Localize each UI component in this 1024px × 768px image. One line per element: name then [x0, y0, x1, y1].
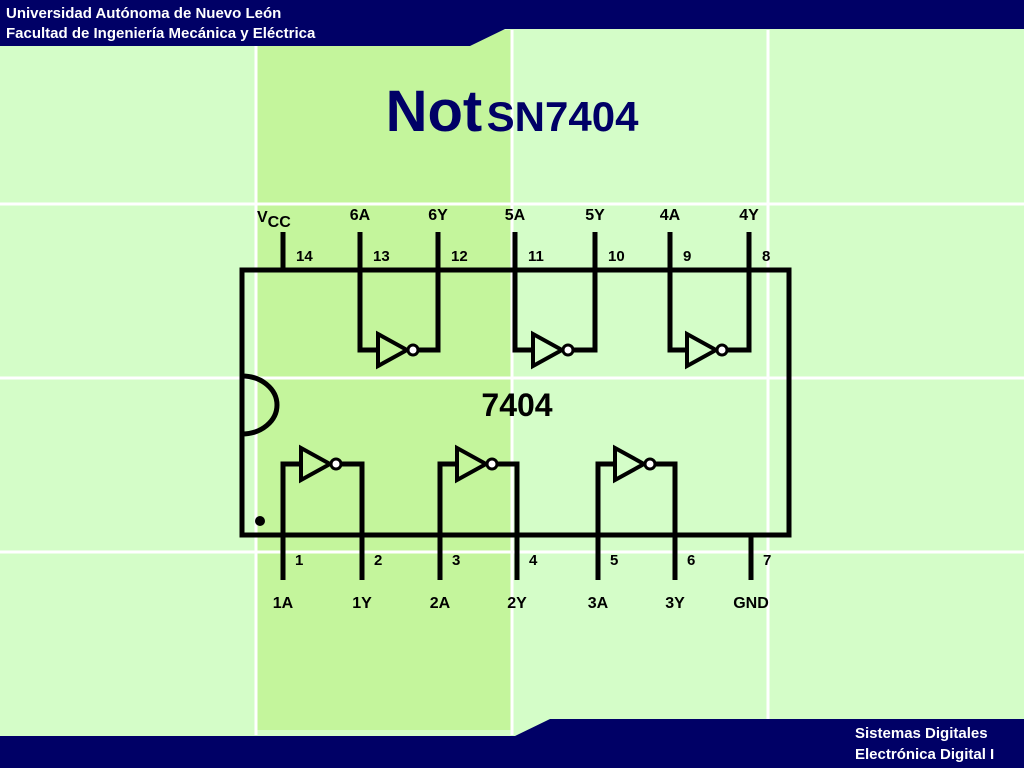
pin-name-5y: 5Y [585, 207, 605, 224]
pin-name-gnd: GND [733, 595, 769, 612]
bottom-gate-output-wire-3 [655, 461, 678, 535]
slide-title: Not SN7404 [0, 78, 1024, 145]
pin-number-3: 3 [452, 552, 460, 569]
bottom-gate-output-wire-2 [497, 461, 520, 535]
top-gate-output-wire-3 [727, 270, 752, 353]
pin-number-2: 2 [374, 552, 382, 569]
course-name: Sistemas Digitales [855, 725, 988, 742]
bottom-inverter-gate-2 [455, 444, 499, 484]
pin-name-3a: 3A [588, 595, 609, 612]
bottom-gate-output-wire-1 [341, 461, 365, 535]
inverter-triangle [299, 444, 335, 484]
pin-name-4a: 4A [660, 207, 681, 224]
bottom-inverter-gate-3 [613, 444, 657, 484]
pin-number-1: 1 [295, 552, 303, 569]
top-gate-input-wire-1 [357, 270, 378, 353]
pin-number-12: 12 [451, 248, 468, 265]
pin-number-4: 4 [529, 552, 538, 569]
top-gate-output-wire-2 [573, 270, 598, 353]
chip-diagram: 7404 VCC146A136Y125A115Y104A94Y811A21Y32… [239, 207, 792, 612]
pin-name-vcc-main: V [257, 209, 268, 226]
bottom-inverter-gate-1 [299, 444, 343, 484]
pin-number-14: 14 [296, 248, 313, 265]
pin-name-1a: 1A [273, 595, 294, 612]
top-inverter-gate-1 [376, 330, 420, 370]
title-main: Not [385, 79, 483, 144]
pin-number-13: 13 [373, 248, 390, 265]
pin-number-8: 8 [762, 248, 770, 265]
inverter-bubble [715, 343, 729, 357]
pin1-indicator-dot [255, 516, 265, 526]
background-grid [0, 30, 1024, 735]
chip-label: 7404 [481, 387, 552, 423]
top-gate-input-wire-2 [512, 270, 533, 353]
chip-notch [241, 373, 280, 437]
university-name: Universidad Autónoma de Nuevo León [6, 5, 282, 22]
faculty-name: Facultad de Ingeniería Mecánica y Eléctr… [6, 25, 316, 42]
pin-number-11: 11 [528, 248, 544, 265]
pin-name-5a: 5A [505, 207, 526, 224]
bottom-gate-input-wire-2 [437, 461, 457, 535]
pin-name-vcc-subscript: CC [268, 214, 292, 231]
pin-number-7: 7 [763, 552, 771, 569]
inverter-bubble [643, 457, 657, 471]
top-inverter-gate-2 [531, 330, 575, 370]
inverter-triangle [685, 330, 721, 370]
inverter-triangle [376, 330, 412, 370]
pin-name-3y: 3Y [665, 595, 685, 612]
inverter-triangle [531, 330, 567, 370]
bottom-gate-input-wire-1 [280, 461, 301, 535]
pin-number-10: 10 [608, 248, 625, 265]
inverter-triangle [455, 444, 491, 484]
pin-name-6y: 6Y [428, 207, 448, 224]
pin-number-9: 9 [683, 248, 691, 265]
pin-name-1y: 1Y [352, 595, 372, 612]
pin-number-6: 6 [687, 552, 695, 569]
pin-name-vcc: VCC [257, 209, 291, 231]
pin-name-2y: 2Y [507, 595, 527, 612]
pin-name-2a: 2A [430, 595, 451, 612]
course-subtitle: Electrónica Digital I [855, 746, 995, 763]
pin-name-4y: 4Y [739, 207, 759, 224]
footer-bar [0, 719, 1024, 768]
pin-name-6a: 6A [350, 207, 371, 224]
top-gate-input-wire-3 [667, 270, 687, 353]
top-inverter-gate-3 [685, 330, 729, 370]
inverter-bubble [485, 457, 499, 471]
inverter-bubble [406, 343, 420, 357]
inverter-bubble [561, 343, 575, 357]
highlight-column [256, 30, 512, 730]
header-bar [0, 0, 1024, 46]
title-part-number: SN7404 [486, 93, 639, 140]
inverter-triangle [613, 444, 649, 484]
top-gate-output-wire-1 [418, 270, 441, 353]
inverter-bubble [329, 457, 343, 471]
bottom-gate-input-wire-3 [595, 461, 615, 535]
pin-number-5: 5 [610, 552, 618, 569]
